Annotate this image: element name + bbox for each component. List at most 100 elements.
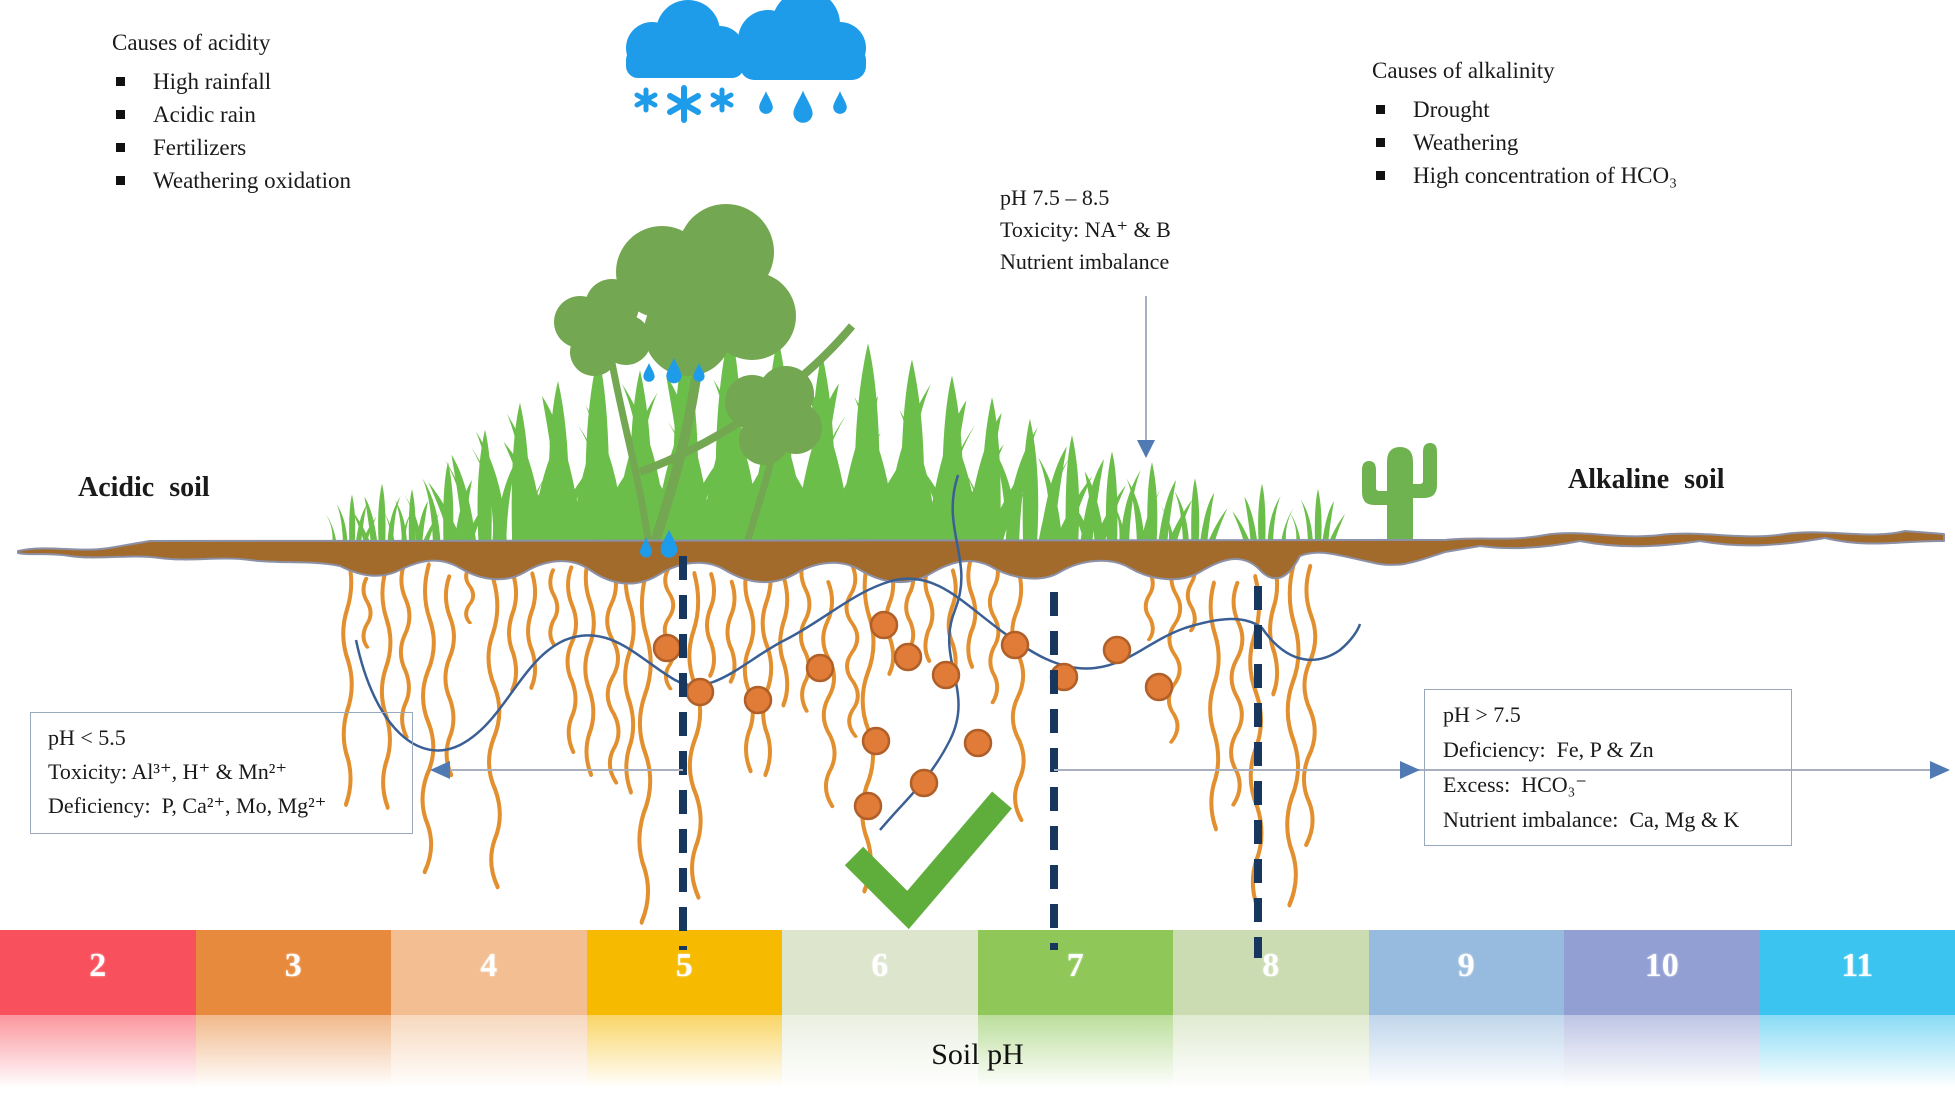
- list-item-label: Drought: [1413, 96, 1490, 122]
- root-strand: [625, 557, 634, 792]
- nutrient-dot: [685, 677, 715, 707]
- grass-tuft: [1232, 483, 1294, 545]
- ph-cell-label: 9: [1457, 946, 1475, 984]
- list-item-label: High rainfall: [153, 68, 272, 94]
- alkaline-ph-info-box: pH > 7.5 Deficiency: Fe, P & Zn Excess: …: [1424, 689, 1792, 846]
- root-strand: [639, 575, 650, 922]
- ph-cell-8: 8: [1173, 930, 1369, 1015]
- root-strand: [862, 558, 873, 891]
- ph-cell-7: 7: [977, 930, 1173, 1015]
- ph-cell-6: 6: [782, 930, 978, 1015]
- nutrient-dot: [1102, 635, 1132, 665]
- ph-reflection-cell: [1368, 1015, 1564, 1098]
- causes-of-alkalinity-title: Causes of alkalinity: [1372, 58, 1555, 83]
- neutral-ph-note: pH 7.5 – 8.5 Toxicity: NA⁺ & B Nutrient …: [1000, 182, 1171, 278]
- list-item-label: Weathering oxidation: [153, 167, 352, 193]
- root-strand: [1166, 560, 1183, 745]
- note-line: pH 7.5 – 8.5: [1000, 185, 1110, 210]
- list-item: Fertilizers: [112, 131, 351, 164]
- cactus-icon: [1362, 443, 1437, 541]
- ph-reflection-cell: [586, 1015, 782, 1098]
- acidic-soil-label: Acidic soil: [78, 472, 210, 503]
- root-strand: [605, 563, 621, 785]
- ph-cell-10: 10: [1564, 930, 1760, 1015]
- causes-of-acidity-title: Causes of acidity: [112, 30, 271, 55]
- nutrient-dot: [1144, 672, 1174, 702]
- root-strand: [707, 574, 714, 675]
- nutrient-dot: [909, 768, 939, 798]
- grass: [325, 327, 1345, 547]
- root-strand: [844, 562, 860, 739]
- arrowhead-left: [430, 761, 450, 779]
- nutrient-dot: [869, 610, 899, 640]
- ph-cell-5: 5: [586, 930, 782, 1015]
- clover-plant-icon: [554, 204, 856, 544]
- ph-cell-4: 4: [391, 930, 587, 1015]
- root-strand: [763, 557, 772, 775]
- causes-of-alkalinity-list: Causes of alkalinity Drought Weathering …: [1372, 58, 1677, 192]
- list-item-label: Acidic rain: [153, 101, 256, 127]
- annotation-arrows: [430, 296, 1950, 779]
- root-strand: [727, 582, 734, 681]
- list-item: Weathering: [1372, 126, 1677, 159]
- box-line: Toxicity: Al³⁺, H⁺ & Mn²⁺: [48, 759, 287, 784]
- root-strand: [361, 576, 373, 650]
- raindrop-icons: [759, 90, 847, 123]
- root-strand: [987, 556, 1001, 705]
- root-strand: [509, 575, 516, 690]
- bullet-icon: [116, 77, 125, 86]
- ph-reflection-cell: [782, 1015, 978, 1098]
- bullet-icon: [116, 110, 125, 119]
- ph-scale-reflection: [0, 1015, 1955, 1098]
- root-strand: [423, 565, 434, 872]
- bullet-icon: [1376, 105, 1385, 114]
- root-strand: [1012, 567, 1023, 820]
- nutrient-dot: [853, 791, 883, 821]
- nutrient-dot: [743, 685, 773, 715]
- box-line: pH < 5.5: [48, 725, 126, 750]
- root-strand: [662, 566, 676, 691]
- ph-cell-label: 6: [871, 946, 889, 984]
- ph-cell-label: 3: [284, 946, 302, 984]
- root-strand: [585, 557, 594, 775]
- arrowhead-down: [1137, 440, 1155, 458]
- ph-cell-11: 11: [1759, 930, 1955, 1015]
- list-item: Drought: [1372, 93, 1677, 126]
- root-strand: [568, 567, 577, 751]
- root-strand: [1229, 580, 1245, 807]
- bullet-icon: [116, 143, 125, 152]
- list-item-label: High concentration of HCO₃: [1413, 162, 1678, 188]
- ph-cell-label: 4: [480, 946, 498, 984]
- root-strand: [464, 565, 476, 625]
- root-strand: [745, 564, 754, 771]
- grass-tuft: [404, 462, 489, 545]
- box-line: Excess: HCO₃⁻: [1443, 772, 1587, 797]
- box-line: Deficiency: Fe, P & Zn: [1443, 737, 1654, 762]
- check-icon: [844, 791, 1012, 930]
- note-line: Nutrient imbalance: [1000, 249, 1170, 274]
- arrowhead-right-box: [1400, 761, 1420, 779]
- ph-reflection-cell: [1173, 1015, 1369, 1098]
- ph-cell-label: 8: [1262, 946, 1280, 984]
- acidic-ph-info-box: pH < 5.5 Toxicity: Al³⁺, H⁺ & Mn²⁺ Defic…: [30, 712, 413, 834]
- ph-cell-label: 5: [675, 946, 693, 984]
- ph-cell-label: 2: [89, 946, 107, 984]
- bullet-icon: [116, 176, 125, 185]
- note-line: Toxicity: NA⁺ & B: [1000, 217, 1171, 242]
- box-line: Nutrient imbalance: Ca, Mg & K: [1443, 807, 1740, 832]
- scale-title: Soil pH: [931, 1038, 1024, 1071]
- nutrient-dot: [893, 642, 923, 672]
- box-line: pH > 7.5: [1443, 702, 1521, 727]
- box-line: Deficiency: P, Ca²⁺, Mo, Mg²⁺: [48, 793, 327, 818]
- nutrient-dot: [931, 660, 961, 690]
- ph-reflection-cell: [977, 1015, 1173, 1098]
- bullet-icon: [1376, 171, 1385, 180]
- nutrient-dot: [963, 728, 993, 758]
- ph-scale: 2 3 4 5 6 7 8 9 10 11: [0, 930, 1955, 1098]
- root-strand: [1287, 565, 1298, 905]
- alkaline-soil-label: Alkaline soil: [1568, 464, 1725, 495]
- ph-reflection-cell: [1759, 1015, 1955, 1098]
- nutrient-dot: [652, 633, 682, 663]
